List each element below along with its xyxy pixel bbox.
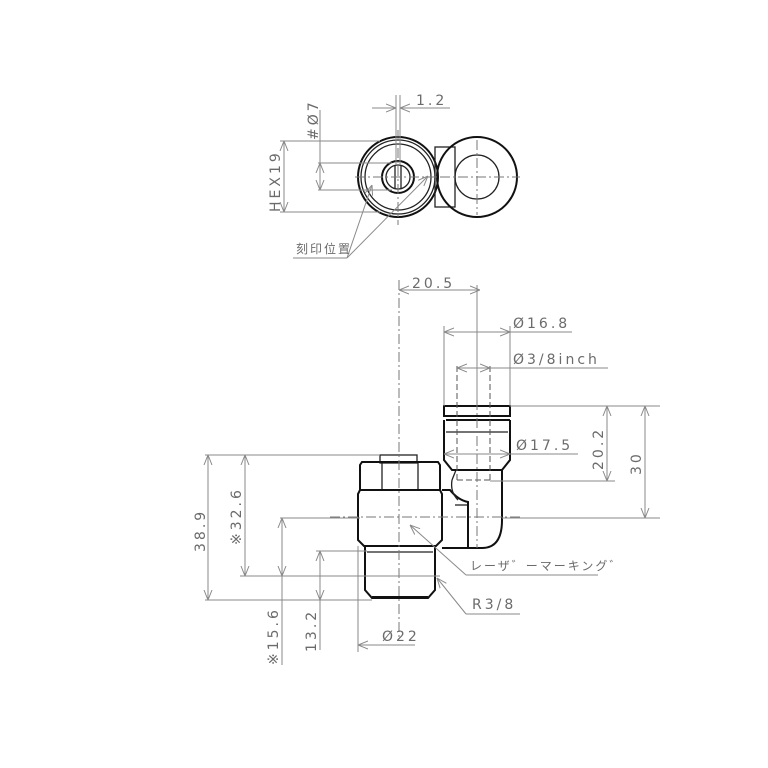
dim-15-6: ※15.6 xyxy=(266,607,282,665)
dim-hex19: HEX19 xyxy=(268,150,284,212)
dim-32-6: ※32.6 xyxy=(229,487,245,545)
dim-22: Ø22 xyxy=(382,629,420,645)
front-view: 20.5 Ø16.8 Ø3/8inch Ø17.5 20.2 30 xyxy=(193,276,660,665)
label-laser-marking: レーザ゛ーマーキング゛ xyxy=(470,559,623,573)
dim-body-17-5: Ø17.5 xyxy=(516,438,573,454)
label-marking-position: 刻印位置 xyxy=(296,241,352,256)
dim-20-2: 20.2 xyxy=(591,427,607,470)
label-thread-r3-8: R3/8 xyxy=(472,597,516,613)
dim-30: 30 xyxy=(629,451,645,475)
dim-13-2: 13.2 xyxy=(304,609,320,652)
dim-20-5: 20.5 xyxy=(412,276,455,292)
dim-od-16-8: Ø16.8 xyxy=(513,316,570,332)
top-view: 1.2 HEX19 #Ø7 刻印位置 xyxy=(268,93,520,259)
dim-1-2: 1.2 xyxy=(416,93,447,109)
dim-38-9: 38.9 xyxy=(193,509,209,552)
dim-tube-od: Ø3/8inch xyxy=(513,352,600,368)
dim-hex-socket: #Ø7 xyxy=(306,99,322,140)
